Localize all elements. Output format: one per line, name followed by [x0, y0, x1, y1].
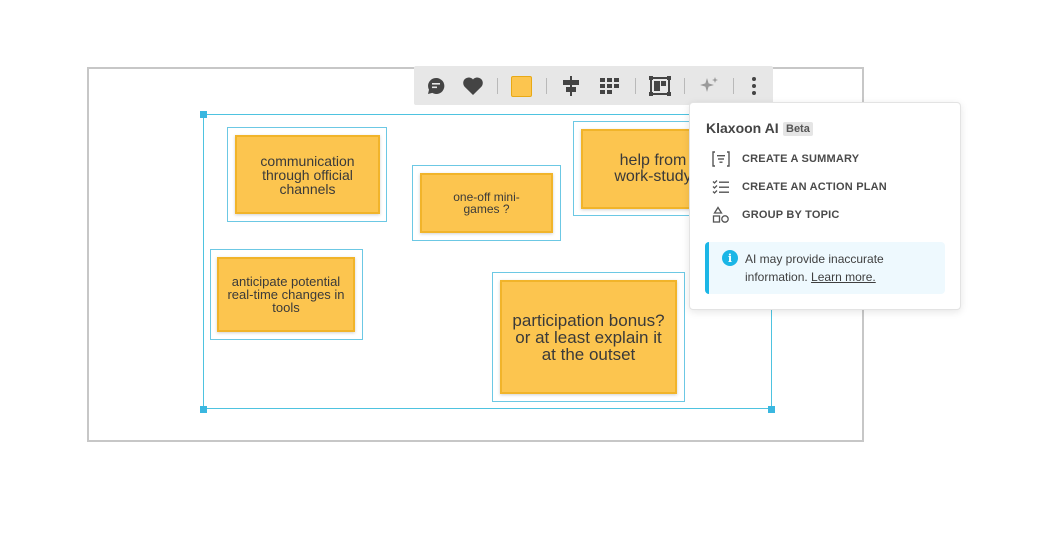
note-selection-frame: [210, 249, 363, 340]
ai-disclaimer-box: i AI may provide inaccurate information.…: [705, 242, 945, 294]
toolbar-divider: [546, 78, 547, 94]
sticky-note[interactable]: one-off mini-games ?: [420, 173, 553, 233]
toolbar-divider: [733, 78, 734, 94]
frame-icon[interactable]: [648, 74, 672, 98]
info-icon: i: [722, 250, 738, 266]
resize-handle-bottom-left[interactable]: [200, 406, 207, 413]
more-icon[interactable]: [742, 74, 766, 98]
align-icon[interactable]: [559, 74, 583, 98]
note-text: help from work-study: [614, 152, 692, 185]
note-text: anticipate potential real-time changes i…: [227, 274, 345, 315]
ai-sparkle-icon[interactable]: [697, 74, 721, 98]
beta-badge: Beta: [783, 122, 813, 136]
resize-handle-top-left[interactable]: [200, 111, 207, 118]
klaxoon-ai-panel: Klaxoon AI Beta CREATE A SUMMARY CREATE …: [689, 102, 961, 310]
resize-handle-bottom-right[interactable]: [768, 406, 775, 413]
note-selection-frame: [412, 165, 561, 241]
sticky-note[interactable]: anticipate potential real-time changes i…: [217, 257, 355, 332]
note-text: communication through official channels: [260, 152, 355, 197]
toolbar-divider: [497, 78, 498, 94]
color-swatch[interactable]: [509, 74, 533, 98]
grid-icon[interactable]: [598, 74, 622, 98]
disclaimer-text: AI may provide inaccurate information. L…: [745, 250, 935, 286]
note-selection-frame: [492, 272, 685, 402]
toolbar-divider: [635, 78, 636, 94]
group-by-topic-label: GROUP BY TOPIC: [742, 209, 840, 221]
selection-toolbar: [414, 66, 773, 105]
disclaimer-message: AI may provide inaccurate information.: [745, 252, 884, 284]
create-action-plan-button[interactable]: CREATE AN ACTION PLAN: [712, 177, 942, 197]
note-text: one-off mini-games ?: [453, 190, 520, 216]
swatch-fill: [510, 75, 532, 97]
create-summary-button[interactable]: CREATE A SUMMARY: [712, 149, 942, 169]
checklist-icon: [712, 178, 730, 196]
create-summary-label: CREATE A SUMMARY: [742, 153, 860, 165]
create-action-plan-label: CREATE AN ACTION PLAN: [742, 181, 887, 193]
comment-icon[interactable]: [424, 74, 448, 98]
learn-more-link[interactable]: Learn more.: [811, 270, 876, 284]
sticky-note[interactable]: participation bonus? or at least explain…: [500, 280, 677, 394]
note-text: participation bonus? or at least explain…: [512, 310, 665, 364]
shapes-icon: [712, 206, 730, 224]
group-by-topic-button[interactable]: GROUP BY TOPIC: [712, 205, 942, 225]
sticky-note[interactable]: communication through official channels: [235, 135, 380, 214]
heart-icon[interactable]: [461, 74, 485, 98]
note-selection-frame: [227, 127, 387, 222]
toolbar-divider: [684, 78, 685, 94]
ai-panel-title: Klaxoon AI: [706, 120, 779, 136]
summary-icon: [712, 150, 730, 168]
